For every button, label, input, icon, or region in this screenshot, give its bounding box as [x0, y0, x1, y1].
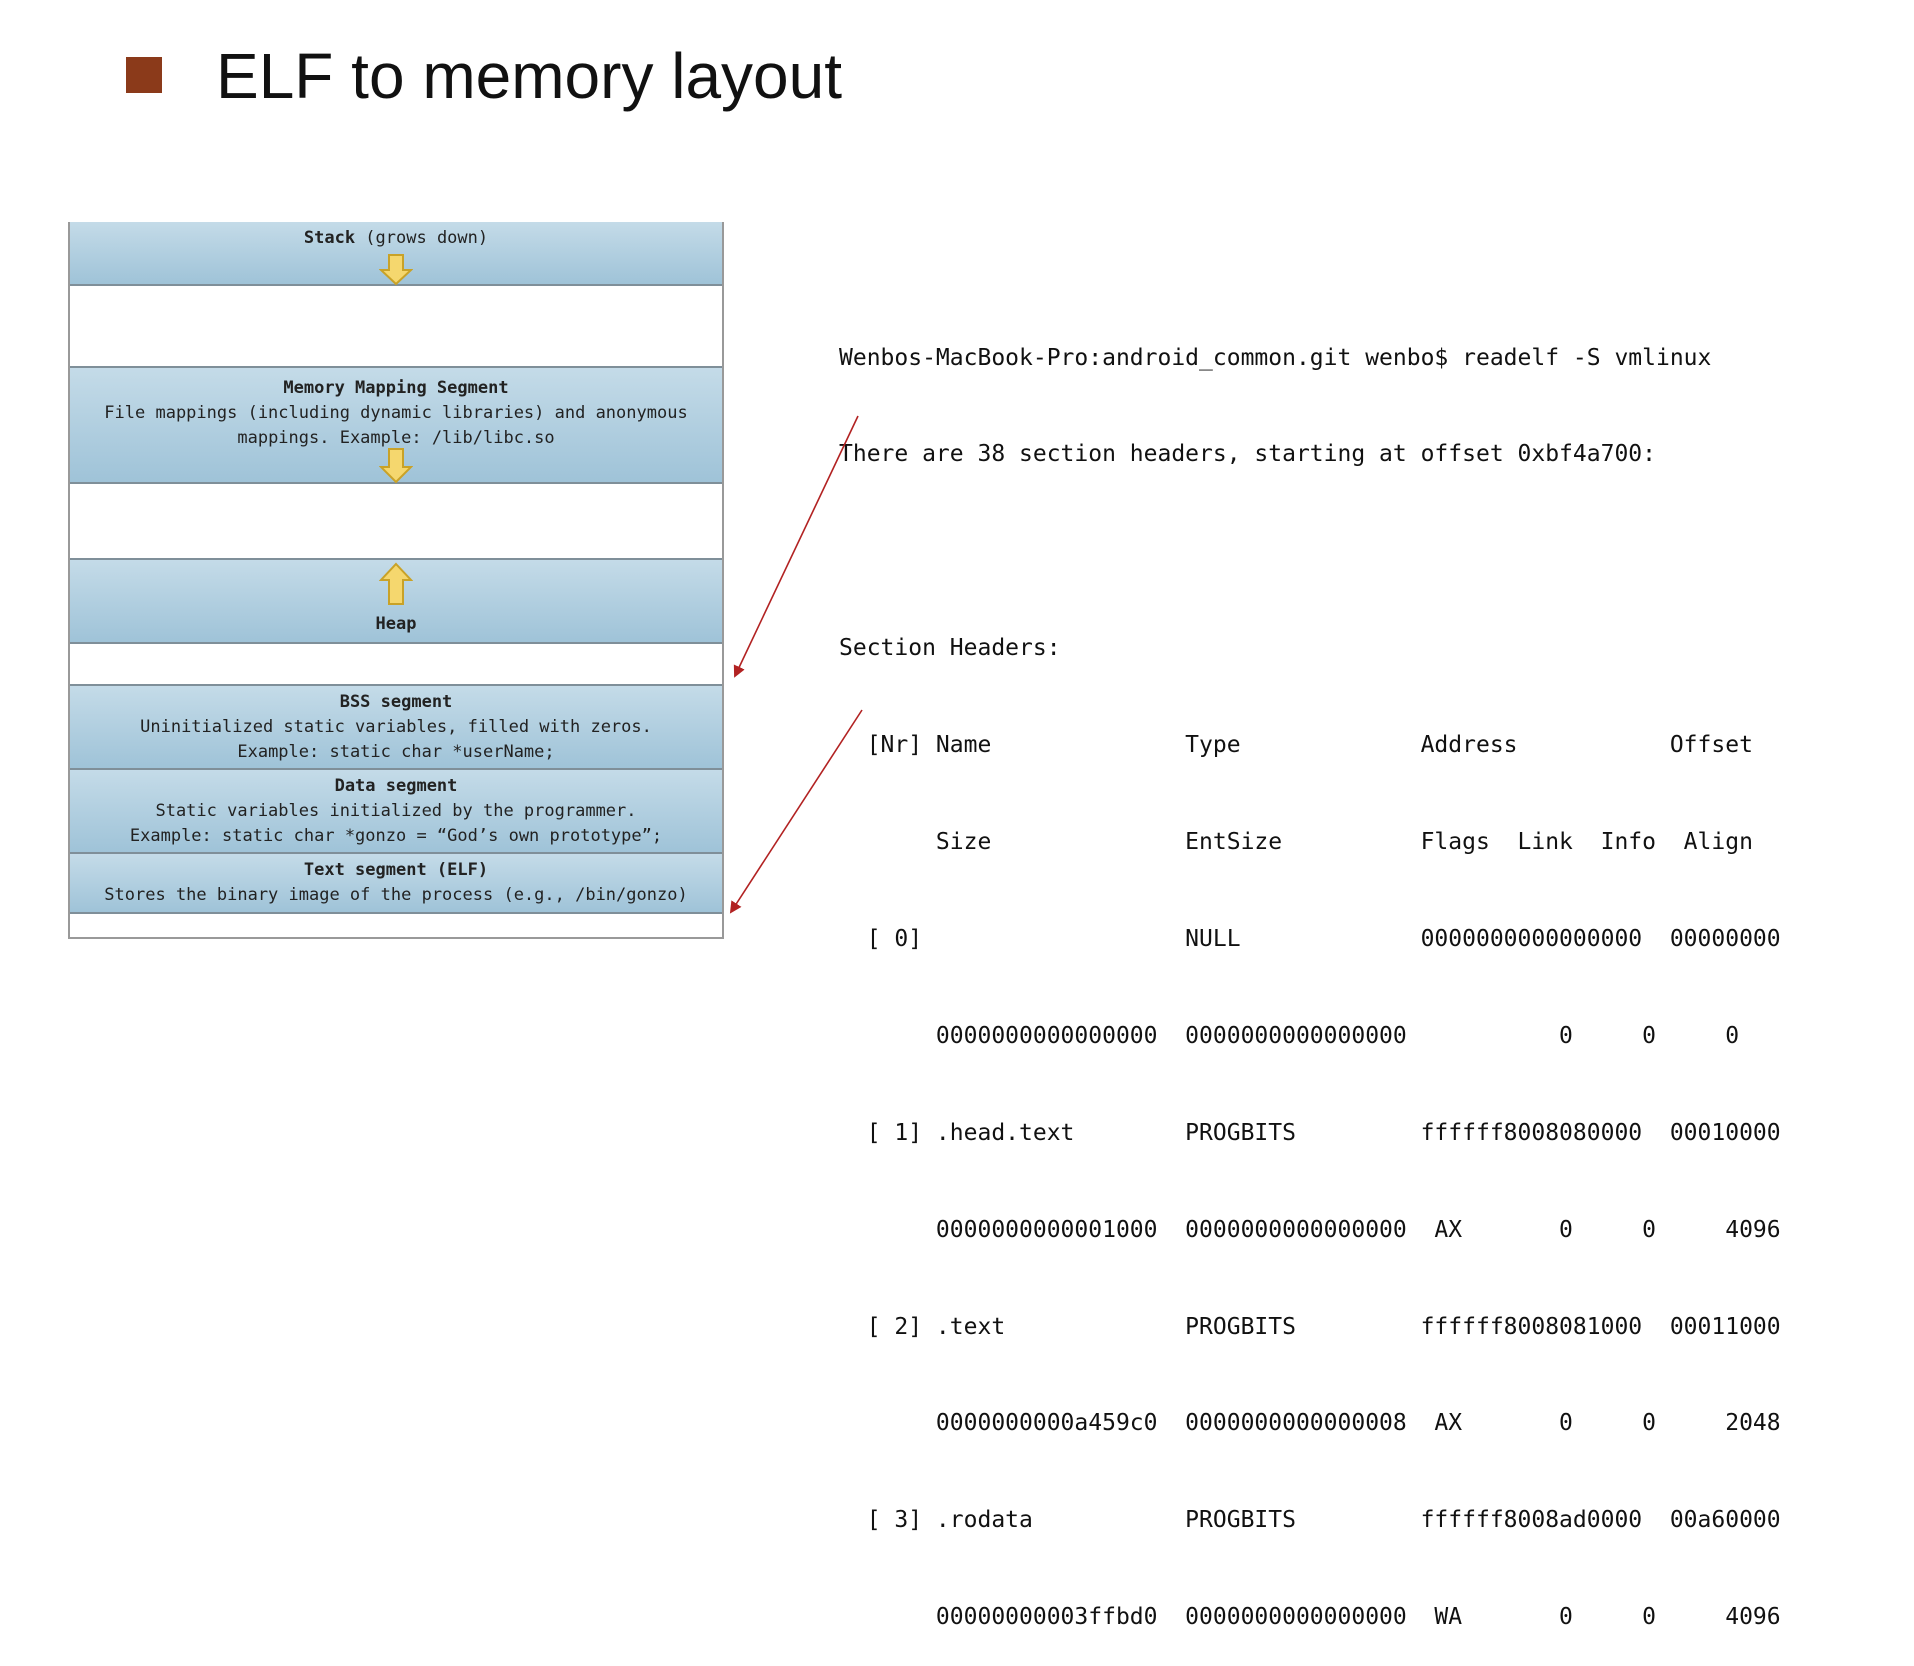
readelf-line: 0000000000000000 0000000000000000 0 0 0 — [839, 1022, 1740, 1049]
mmap-line1: File mappings (including dynamic librari… — [104, 403, 688, 423]
heap-title: Heap — [375, 614, 417, 634]
readelf-line: 0000000000a459c0 0000000000000008 AX 0 0… — [839, 1410, 1781, 1437]
text-segment: Text segment (ELF) Stores the binary ima… — [70, 852, 722, 914]
readelf-line: Section Headers: — [839, 635, 1061, 662]
data-title: Data segment — [334, 776, 458, 796]
memory-mapping-segment: Memory Mapping Segment File mappings (in… — [70, 366, 722, 484]
arrow-up-icon — [379, 562, 413, 605]
title-bullet — [126, 57, 162, 93]
readelf-line: 00000000003ffbd0 0000000000000000 WA 0 0… — [839, 1604, 1781, 1631]
readelf-line: [ 1] .head.text PROGBITS ffffff800808000… — [839, 1119, 1781, 1146]
bss-line2: Example: static char *userName; — [237, 742, 555, 762]
stack-segment: Stack (grows down) — [70, 222, 722, 286]
text-line1: Stores the binary image of the process (… — [104, 885, 688, 905]
slide-title: ELF to memory layout — [216, 40, 842, 112]
arrow-down-icon — [379, 448, 413, 484]
data-line2: Example: static char *gonzo = “God’s own… — [129, 826, 663, 846]
arrow-to-text — [729, 709, 863, 914]
text-title: Text segment (ELF) — [303, 860, 489, 880]
stack-title: Stack — [303, 228, 356, 248]
heap-segment: Heap — [70, 558, 722, 644]
arrow-down-icon — [379, 254, 413, 286]
readelf-line: [ 3] .rodata PROGBITS ffffff8008ad0000 0… — [839, 1507, 1781, 1534]
readelf-line: There are 38 section headers, starting a… — [839, 441, 1656, 468]
bss-line1: Uninitialized static variables, filled w… — [140, 717, 652, 737]
data-segment: Data segment Static variables initialize… — [70, 768, 722, 854]
readelf-line: Size EntSize Flags Link Info Align — [839, 829, 1753, 856]
memory-layout-diagram: Stack (grows down) Memory Mapping Segmen… — [68, 222, 724, 939]
readelf-line: 0000000000001000 0000000000000000 AX 0 0… — [839, 1216, 1781, 1243]
bss-title: BSS segment — [339, 692, 453, 712]
readelf-line: [ 0] NULL 0000000000000000 00000000 — [839, 925, 1781, 952]
mmap-title: Memory Mapping Segment — [283, 378, 509, 398]
bss-segment: BSS segment Uninitialized static variabl… — [70, 684, 722, 770]
mmap-line2: mappings. Example: /lib/libc.so — [237, 428, 555, 448]
stack-note: (grows down) — [355, 228, 489, 248]
readelf-line: Wenbos-MacBook-Pro:android_common.git we… — [839, 344, 1712, 371]
data-line1: Static variables initialized by the prog… — [155, 801, 637, 821]
readelf-line: [ 2] .text PROGBITS ffffff8008081000 000… — [839, 1313, 1781, 1340]
arrow-to-bss — [733, 415, 859, 678]
connector-arrows — [729, 415, 863, 914]
readelf-line: [Nr] Name Type Address Offset — [839, 732, 1753, 759]
